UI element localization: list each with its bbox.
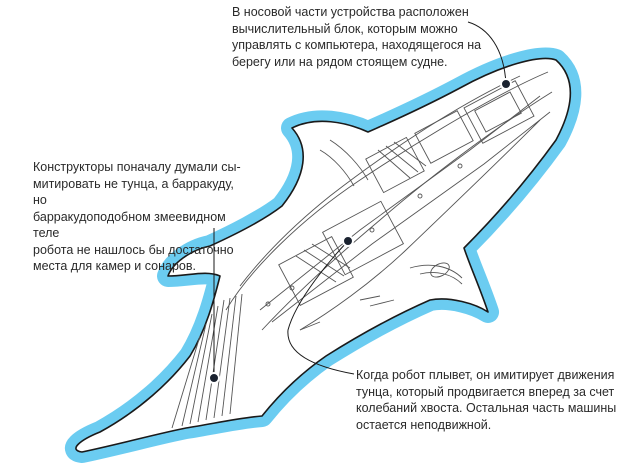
marker-computer-block [500,78,512,90]
leader-lines [213,21,507,378]
callout-markers [208,78,512,384]
marker-tail [208,372,220,384]
leader-line-bottom [287,240,355,375]
marker-body [342,235,354,247]
leader-line-top [467,21,507,85]
caption-barracuda-design: Конструкторы поначалу думали сы- митиров… [33,160,241,273]
tuna-outline [75,57,572,453]
caption-tail-motion: Когда робот плывет, он имитирует движени… [356,368,617,432]
caption-computer-block: В носовой части устройства расположен вы… [232,5,482,69]
tuna-internals [171,71,553,429]
